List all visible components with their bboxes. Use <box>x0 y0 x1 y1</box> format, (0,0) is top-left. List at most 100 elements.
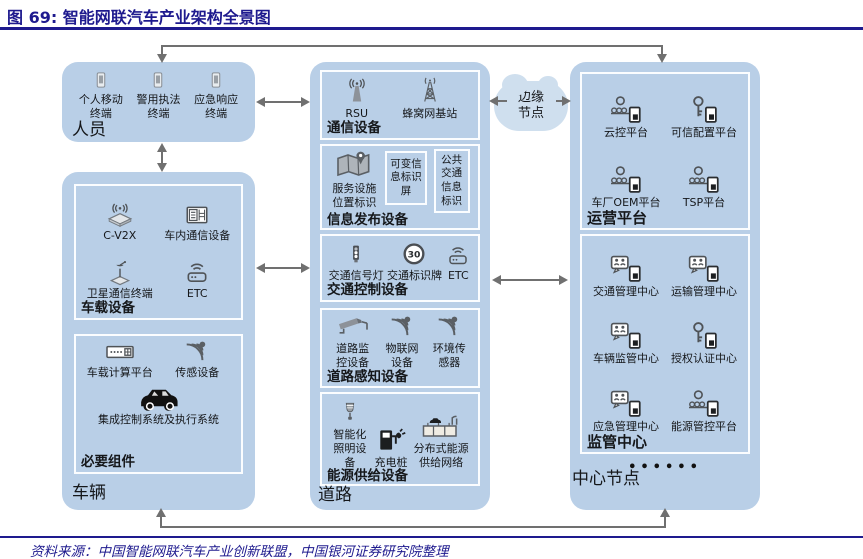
item-sensor-device: 传感设备 <box>159 339 237 380</box>
item-auth-center: 授权认证中心 <box>665 321 743 366</box>
cv2x-unit-icon <box>103 202 137 228</box>
item-label: 可信配置平台 <box>671 125 737 139</box>
section-label: 道路感知设备 <box>327 368 408 385</box>
arrow-top-bridge-right-stub <box>661 45 663 56</box>
arrowhead-left-road <box>492 275 501 285</box>
sensor-wave-icon <box>389 313 415 341</box>
arrowhead-left-vehicle <box>256 263 265 273</box>
item-cloud-platform: 云控平台 <box>587 95 665 140</box>
router-wifi-icon <box>445 244 471 268</box>
necessary-components-section: 车载计算平台 传感设备 集成控制系统及执行系统 必要组件 <box>74 334 243 474</box>
item-label: 充电桩 <box>374 455 408 469</box>
smart-lamp-icon <box>339 397 361 427</box>
item-traffic-light: 交通信号灯 <box>329 240 384 283</box>
car-icon <box>137 384 181 412</box>
energy-supply-section: 智能化照明设备 充电桩 分布式能源供给网络 能源供给设备 <box>320 392 480 486</box>
arrow-cloud-to-center <box>556 100 564 102</box>
chat-platform-icon <box>686 254 722 284</box>
key-platform-icon <box>686 321 722 351</box>
section-label: 必要组件 <box>81 454 135 471</box>
item-label: 车载计算平台 <box>86 366 153 379</box>
item-road-etc: ETC <box>445 244 471 283</box>
section-label: 监管中心 <box>587 432 648 451</box>
item-cv2x: C-V2X <box>81 202 159 243</box>
item-distributed-energy: 分布式能源供给网络 <box>411 411 471 470</box>
satellite-terminal-icon <box>105 260 135 286</box>
item-label: 车内通信设备 <box>164 229 231 243</box>
arrowhead-up-vehicle <box>156 508 166 517</box>
item-label: C-V2X <box>103 229 137 243</box>
item-label: 应急响应终端 <box>194 93 239 120</box>
phone-icon <box>207 68 225 92</box>
cell-tower-icon <box>416 76 444 106</box>
cloud-bump <box>502 74 528 96</box>
arrowhead-right-road <box>301 97 310 107</box>
section-label: 能源供给设备 <box>327 468 408 485</box>
item-label: 个人移动终端 <box>78 93 123 120</box>
figure-title: 图 69: 智能网联汽车产业架构全景图 <box>7 8 271 27</box>
edge-node-label: 边缘节点 <box>517 89 544 121</box>
section-label: 车载设备 <box>81 300 135 317</box>
people-platform-icon <box>608 165 644 195</box>
item-label: 警用执法终端 <box>136 93 181 120</box>
person-box-label: 人员 <box>72 120 106 140</box>
arrow-vehicle-road <box>263 267 303 269</box>
arrowhead-up-person <box>157 143 167 152</box>
item-oem-platform: 车厂OEM平台 <box>587 165 665 210</box>
chat-platform-icon <box>608 321 644 351</box>
section-label: 运营平台 <box>587 208 648 227</box>
operation-platform-section: 云控平台 可信配置平台 车厂OEM平台 TSP平台 运营平台 <box>580 72 750 230</box>
item-label: 应急管理中心 <box>593 419 659 433</box>
traffic-control-section: 交通信号灯 交通标识牌 ETC 交通控制设备 <box>320 234 480 302</box>
onboard-equipment-section: C-V2X 车内通信设备 卫星通信终端 ETC 车载设备 <box>74 184 243 320</box>
arrow-bottom-bridge-right-stub <box>664 515 666 526</box>
arrowhead-down-vehicle <box>157 163 167 172</box>
road-sensing-section: 道路监控设备 物联网设备 环境传感器 道路感知设备 <box>320 308 480 388</box>
sensor-wave-icon <box>183 339 211 365</box>
arrowhead-down-person <box>157 54 167 63</box>
item-computing-platform: 车载计算平台 <box>81 339 159 380</box>
router-wifi-icon <box>182 260 212 286</box>
item-charging-pile: 充电桩 <box>374 425 407 470</box>
source-note: 资料来源：中国智能网联汽车产业创新联盟，中国银河证券研究院整理 <box>30 544 449 559</box>
arrowhead-up-center <box>660 508 670 517</box>
arrow-person-vehicle <box>161 148 163 166</box>
transit-sign-box: 公共交通信息标识 <box>433 149 470 213</box>
edge-node-cloud: 边缘节点 <box>494 74 568 131</box>
sensor-wave-icon <box>436 313 462 341</box>
item-label: 道路监控设备 <box>336 342 370 369</box>
arrow-bottom-bridge <box>160 526 666 528</box>
item-label: 能源管控平台 <box>671 419 737 433</box>
item-smart-light: 智能化照明设备 <box>329 397 371 469</box>
item-traffic-sign: 交通标识牌 <box>387 242 442 283</box>
item-label: 环境传感器 <box>432 342 466 369</box>
arrow-top-bridge <box>161 45 663 47</box>
item-label: ETC <box>447 269 469 283</box>
rsu-antenna-icon <box>343 76 371 106</box>
item-label: 分布式能源供给网络 <box>413 441 469 469</box>
arrowhead-right-road2 <box>301 263 310 273</box>
section-label: 通信设备 <box>327 120 381 137</box>
item-label: 传感设备 <box>175 366 220 379</box>
comm-panel-icon <box>182 202 212 228</box>
item-label: TSP平台 <box>682 195 726 209</box>
speed-sign-30-icon <box>401 242 427 268</box>
arrow-road-center <box>499 279 561 281</box>
chat-platform-icon <box>608 389 644 419</box>
item-label: 车辆监管中心 <box>593 352 659 366</box>
people-platform-icon <box>686 389 722 419</box>
item-label: 可变信息标识屏 <box>390 157 422 197</box>
supervision-center-section: 交通管理中心 运输管理中心 车辆监管中心 授权认证中心 应急管理中心 <box>580 234 750 454</box>
arrowhead-left-person <box>256 97 265 107</box>
arrow-bottom-bridge-left-stub <box>160 515 162 526</box>
arrowhead-down-center <box>657 54 667 63</box>
arrowhead-right-center-cloud <box>562 96 571 106</box>
item-label: 交通标识牌 <box>386 269 442 283</box>
arrow-top-bridge-left-stub <box>161 45 163 56</box>
cctv-camera-icon <box>335 313 371 341</box>
item-trusted-config: 可信配置平台 <box>665 95 743 140</box>
item-label: 服务设施位置标识 <box>332 182 377 209</box>
item-traffic-mgmt: 交通管理中心 <box>587 254 665 299</box>
item-label: 蜂窝网基站 <box>402 107 458 121</box>
